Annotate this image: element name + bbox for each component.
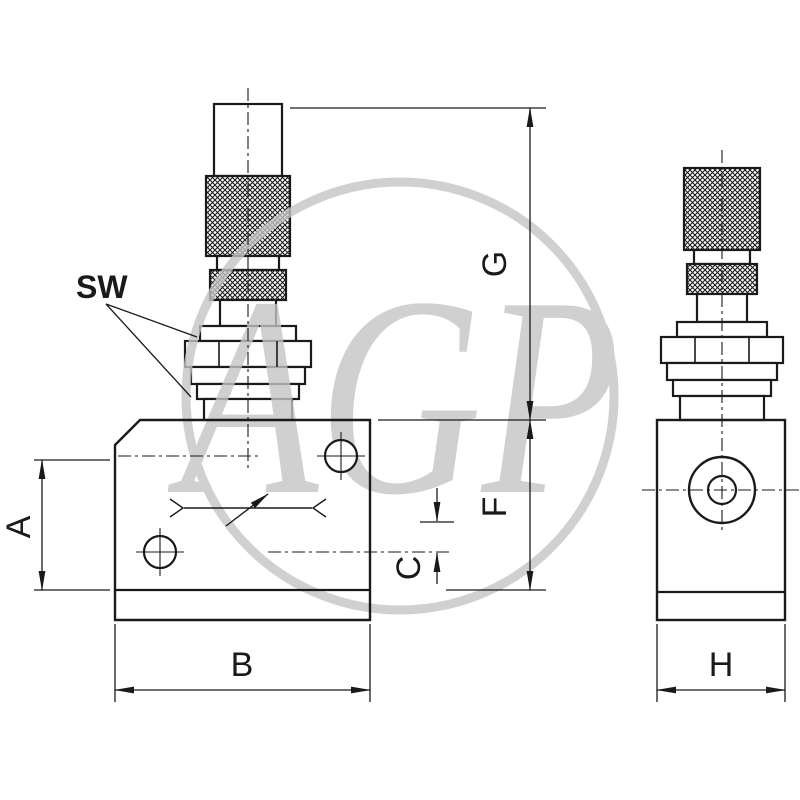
label-sw: SW [76,269,128,305]
valve-bodies [113,337,787,622]
front-body-block [113,418,372,622]
label-c: C [390,556,428,581]
center-lines [118,88,799,553]
label-b: B [231,646,254,684]
sw-leader-upper [105,303,198,338]
label-h: H [709,646,734,684]
sw-leader-lines [105,303,198,398]
watermark-text: AGP [166,238,620,554]
dimension-lines [38,107,786,694]
throttle-right-chevron [311,498,327,518]
label-g: G [476,251,514,277]
watermark-circle [181,177,619,615]
throttle-left-chevron [169,498,185,518]
side-body-block [655,418,787,622]
label-a: A [0,515,38,538]
watermark: AGP [166,177,620,615]
label-f: F [476,497,514,518]
throttle-adjust-arrow [225,493,269,527]
dimension-labels: SW A B C F G H [0,251,733,684]
sw-leader-lower [105,303,192,398]
throttle-symbol [169,493,327,527]
